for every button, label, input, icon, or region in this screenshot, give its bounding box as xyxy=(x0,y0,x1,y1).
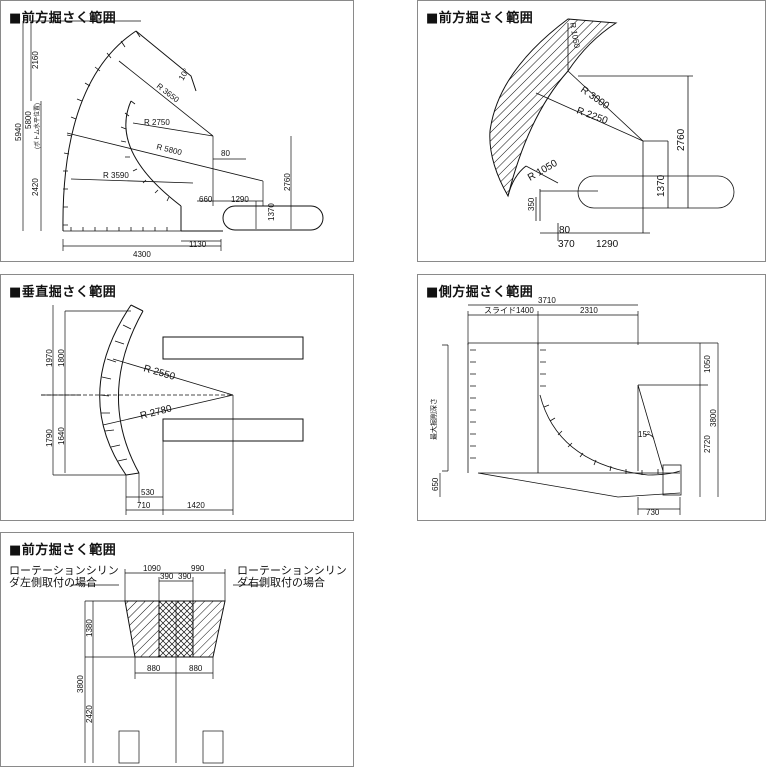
radius-line-2780 xyxy=(102,394,234,426)
dim-80: 80 xyxy=(221,149,230,158)
radius-line-2250 xyxy=(535,92,644,142)
dim-390-right: 390 xyxy=(178,572,192,581)
reach-outer-arc xyxy=(99,304,132,476)
dim-1290: 1290 xyxy=(596,239,619,250)
dim-370: 370 xyxy=(558,239,575,250)
panel-side-excavation: ■側方掘さく範囲 3710 スライド1400 2310 最大掘削深さ 1050 … xyxy=(417,274,766,521)
bottom-level-note: (ボトム水平位置) xyxy=(33,103,41,149)
panel-front-excavation-2: ■前方掘さく範囲 R 1050 R 3000 R 2250 R 1050 276… xyxy=(417,0,766,262)
hatched-right-area xyxy=(192,600,226,658)
front-excavation-diagram-1: 2160 5940 5800 (ボトム水平位置) 2420 R 3650 10°… xyxy=(14,20,324,259)
dim-1290: 1290 xyxy=(231,195,249,204)
max-depth-label: 最大掘削深さ xyxy=(429,398,438,440)
machine-upper-block xyxy=(162,336,304,360)
dim-1970: 1970 xyxy=(45,349,54,367)
front-excavation-diagram-2: R 1050 R 3000 R 2250 R 1050 2760 1370 35… xyxy=(489,18,735,250)
panel-title: ■垂直掘さく範囲 xyxy=(9,285,117,300)
dim-2720: 2720 xyxy=(703,435,712,453)
dim-5940: 5940 xyxy=(14,123,23,141)
outer-boom-arc xyxy=(62,30,137,232)
dim-730: 730 xyxy=(646,508,660,517)
dim-1420: 1420 xyxy=(187,501,205,510)
panel-title: ■前方掘さく範囲 xyxy=(426,11,534,26)
hatched-left-area xyxy=(124,600,160,658)
right-mount-note: ローテーションシリン ダ右側取付の場合 xyxy=(237,565,347,589)
dim-r2550: R 2550 xyxy=(142,363,176,383)
panel-title: ■前方掘さく範囲 xyxy=(9,543,117,558)
dim-1370: 1370 xyxy=(267,203,276,221)
panel-vertical-excavation: ■垂直掘さく範囲 1970 1800 1790 1640 R 2550 R 27… xyxy=(0,274,354,521)
dim-slide-1400: スライド1400 xyxy=(484,306,534,315)
reach-inner-arc xyxy=(118,310,144,474)
dim-390-left: 390 xyxy=(160,572,174,581)
dim-r3590: R 3590 xyxy=(103,171,129,180)
dim-660: 660 xyxy=(199,195,213,204)
panel-front-excavation-1: ■前方掘さく範囲 xyxy=(0,0,354,262)
panel-front-excavation-3: ■前方掘さく範囲 ローテーションシリン ダ左側取付の場合 ローテーションシリン … xyxy=(0,532,354,767)
dim-5800-vertical: 5800 xyxy=(24,111,33,129)
panel-title: ■前方掘さく範囲 xyxy=(9,11,117,26)
tilt-line xyxy=(637,384,664,472)
inner-boom-arc xyxy=(125,100,182,207)
dim-1640: 1640 xyxy=(57,427,66,445)
dim-1790: 1790 xyxy=(45,429,54,447)
dim-r5800: R 5800 xyxy=(156,142,184,157)
vertical-excavation-diagram: 1970 1800 1790 1640 R 2550 R 2780 530 71… xyxy=(41,304,304,515)
machine-body xyxy=(577,175,735,209)
dim-1050: 1050 xyxy=(703,355,712,373)
side-reach-curve xyxy=(539,394,681,476)
dim-2160: 2160 xyxy=(31,51,40,69)
dim-1370: 1370 xyxy=(656,174,667,197)
radius-line-5800 xyxy=(66,132,264,182)
machine-counterweight xyxy=(662,464,682,496)
dim-r2750: R 2750 xyxy=(144,118,170,127)
radius-line-2750 xyxy=(132,122,214,137)
side-excavation-diagram: 3710 スライド1400 2310 最大掘削深さ 1050 2720 3800… xyxy=(429,296,719,517)
radius-line-2550 xyxy=(112,358,234,396)
dim-2420: 2420 xyxy=(31,178,40,196)
machine-body xyxy=(222,205,324,231)
dim-1800: 1800 xyxy=(57,349,66,367)
dim-2760: 2760 xyxy=(283,173,292,191)
dim-530: 530 xyxy=(141,488,155,497)
dim-2310: 2310 xyxy=(580,306,598,315)
dim-3800: 3800 xyxy=(709,409,718,427)
panel-title: ■側方掘さく範囲 xyxy=(426,285,534,300)
dim-angle-15: 15° xyxy=(638,430,650,439)
dim-2420: 2420 xyxy=(85,705,94,723)
dim-990: 990 xyxy=(191,564,205,573)
dim-80: 80 xyxy=(559,225,571,236)
dim-350: 350 xyxy=(527,197,536,211)
dim-880-left: 880 xyxy=(147,664,161,673)
machine-right-pad xyxy=(202,730,224,764)
dim-1380: 1380 xyxy=(85,619,94,637)
dim-3710: 3710 xyxy=(538,296,556,305)
dim-650: 650 xyxy=(431,477,440,491)
dim-1130: 1130 xyxy=(189,240,207,249)
dim-3800: 3800 xyxy=(76,675,85,693)
machine-left-pad xyxy=(118,730,140,764)
dim-4300: 4300 xyxy=(133,250,151,259)
dim-880-right: 880 xyxy=(189,664,203,673)
dim-angle-10: 10° xyxy=(177,67,191,82)
dim-1090: 1090 xyxy=(143,564,161,573)
radius-line-1050 xyxy=(525,165,559,184)
front-excavation-diagram-3: 1090 990 390 390 1380 3800 880 880 2420 xyxy=(71,564,263,764)
radius-line-3590 xyxy=(70,178,194,184)
radius-line-3000 xyxy=(567,70,644,142)
left-mount-note: ローテーションシリン ダ左側取付の場合 xyxy=(9,565,119,589)
dim-r1050: R 1050 xyxy=(526,158,560,184)
radius-line-3650 xyxy=(118,60,214,137)
dim-2760: 2760 xyxy=(676,128,687,151)
dim-710: 710 xyxy=(137,501,151,510)
